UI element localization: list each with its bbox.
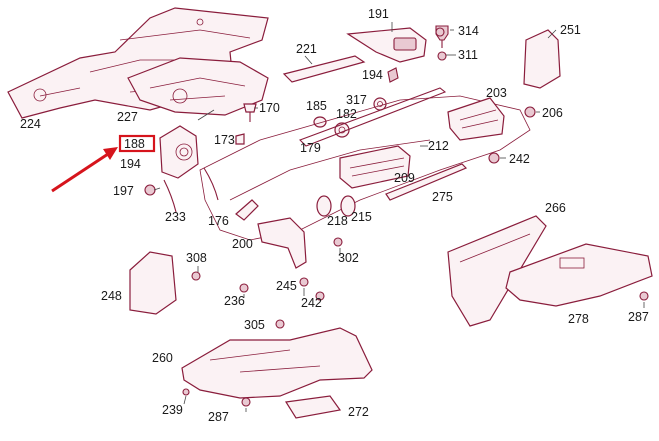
leader-lines bbox=[153, 22, 645, 412]
label-194-lower: 194 bbox=[120, 157, 141, 171]
label-218: 218 bbox=[327, 214, 348, 228]
lower-trim-part-260 bbox=[181, 327, 373, 399]
label-287-lower: 287 bbox=[208, 410, 229, 424]
label-197: 197 bbox=[113, 184, 134, 198]
label-278: 278 bbox=[568, 312, 589, 326]
label-173: 173 bbox=[214, 133, 235, 147]
label-215: 215 bbox=[351, 210, 372, 224]
label-245: 245 bbox=[276, 279, 297, 293]
glovebox-lid-part-266 bbox=[447, 215, 547, 327]
highlight-arrow bbox=[51, 147, 118, 193]
label-242-upper: 242 bbox=[509, 152, 530, 166]
label-317: 317 bbox=[346, 93, 367, 107]
screws bbox=[144, 27, 649, 407]
label-287-right: 287 bbox=[628, 310, 649, 324]
center-vent-part bbox=[339, 145, 411, 189]
trim-strip-part-275 bbox=[385, 163, 468, 201]
label-209: 209 bbox=[394, 171, 415, 185]
clip-part-311 bbox=[437, 51, 447, 61]
air-vent-right-part bbox=[447, 97, 505, 141]
switch-part-218 bbox=[316, 195, 332, 217]
sound-mat-part bbox=[127, 57, 269, 116]
label-260: 260 bbox=[152, 351, 173, 365]
label-221: 221 bbox=[296, 42, 317, 56]
clip-part-194-upper bbox=[387, 67, 399, 83]
label-272: 272 bbox=[348, 405, 369, 419]
label-242-lower: 242 bbox=[301, 296, 322, 310]
highlight-box bbox=[118, 134, 156, 153]
dashboard-carrier-outline bbox=[199, 87, 531, 241]
label-314: 314 bbox=[458, 24, 479, 38]
label-302: 302 bbox=[338, 251, 359, 265]
label-176: 176 bbox=[208, 214, 229, 228]
label-308: 308 bbox=[186, 251, 207, 265]
label-194-upper: 194 bbox=[362, 68, 383, 82]
cover-part-272 bbox=[284, 395, 342, 419]
switch-part-215 bbox=[340, 195, 356, 217]
label-200: 200 bbox=[232, 237, 253, 251]
pin-part-170 bbox=[243, 103, 257, 122]
label-191: 191 bbox=[368, 7, 389, 21]
label-305: 305 bbox=[244, 318, 265, 332]
trim-strip-part bbox=[282, 55, 366, 83]
label-185: 185 bbox=[306, 99, 327, 113]
label-227: 227 bbox=[117, 110, 138, 124]
label-311: 311 bbox=[458, 48, 478, 62]
label-203: 203 bbox=[486, 86, 507, 100]
center-cover-part bbox=[346, 27, 427, 63]
label-188: 188 bbox=[124, 137, 145, 151]
bracket-part bbox=[235, 199, 259, 221]
label-206: 206 bbox=[542, 106, 563, 120]
label-236: 236 bbox=[224, 294, 245, 308]
bracket-part-200 bbox=[257, 217, 307, 269]
end-cover-left-part bbox=[129, 251, 177, 315]
label-275: 275 bbox=[432, 190, 453, 204]
label-266: 266 bbox=[545, 201, 566, 215]
label-224: 224 bbox=[20, 117, 41, 131]
fastener-part-185 bbox=[313, 116, 327, 128]
label-182: 182 bbox=[336, 107, 357, 121]
glovebox-part-278 bbox=[505, 243, 653, 307]
label-233: 233 bbox=[165, 210, 186, 224]
air-vent-left-part bbox=[159, 125, 199, 179]
label-251: 251 bbox=[560, 23, 581, 37]
end-cover-right-part bbox=[523, 29, 561, 89]
label-179: 179 bbox=[300, 141, 321, 155]
label-170: 170 bbox=[259, 101, 280, 115]
part-labels: 224 227 191 314 311 251 221 194 170 185 … bbox=[20, 7, 649, 424]
label-239: 239 bbox=[162, 403, 183, 417]
pin-part-173 bbox=[235, 133, 245, 145]
rod-part-233 bbox=[163, 179, 177, 213]
label-212: 212 bbox=[428, 139, 449, 153]
label-248: 248 bbox=[101, 289, 122, 303]
rod-part-176 bbox=[203, 167, 219, 201]
